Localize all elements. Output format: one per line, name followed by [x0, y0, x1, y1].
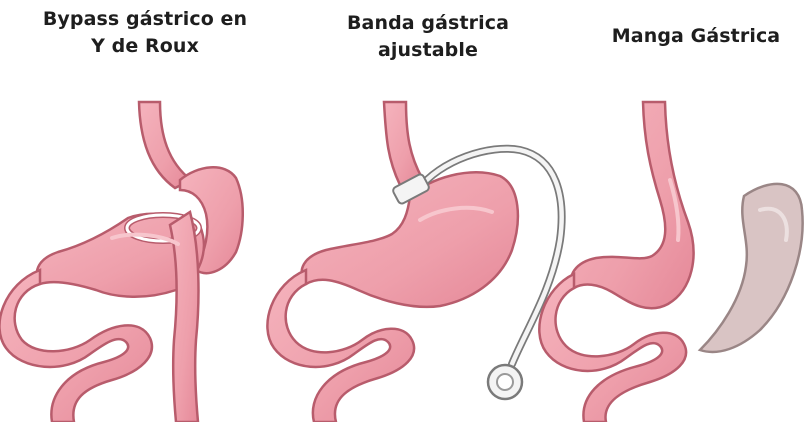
sleeve-removed-portion: [697, 182, 804, 354]
sleeve-removed-highlight: [758, 206, 789, 242]
bypass-intestine-loop: [0, 268, 153, 422]
bypass-staple-ring-inner: [125, 213, 201, 243]
sleeve-highlight: [668, 178, 681, 242]
title-bypass-line-1: Bypass gástrico en: [42, 8, 248, 30]
bypass-roux-limb: [168, 210, 200, 422]
title-bypass-line-2: Y de Roux: [91, 35, 199, 57]
title-manga-line-1: Manga Gástrica: [611, 25, 781, 47]
title-manga: Manga Gástrica: [594, 23, 798, 50]
band-tubing-inner: [415, 146, 564, 367]
title-banda-line-1: Banda gástrica: [346, 12, 510, 34]
bypass-remnant-stomach: [178, 166, 244, 275]
bypass-highlight: [110, 232, 180, 246]
sleeve-illustration: [538, 100, 804, 422]
title-banda-line-2: ajustable: [378, 39, 478, 61]
band-access-port-center: [496, 373, 514, 391]
bypass-esophagus: [137, 100, 194, 190]
band-illustration: [266, 100, 566, 422]
title-banda: Banda gástrica ajustable: [318, 10, 538, 64]
bypass-illustration: [0, 100, 244, 422]
adjustable-band: [392, 173, 430, 205]
band-highlight: [418, 205, 494, 222]
band-esophagus: [382, 100, 424, 187]
title-bypass: Bypass gástrico en Y de Roux: [20, 6, 270, 60]
